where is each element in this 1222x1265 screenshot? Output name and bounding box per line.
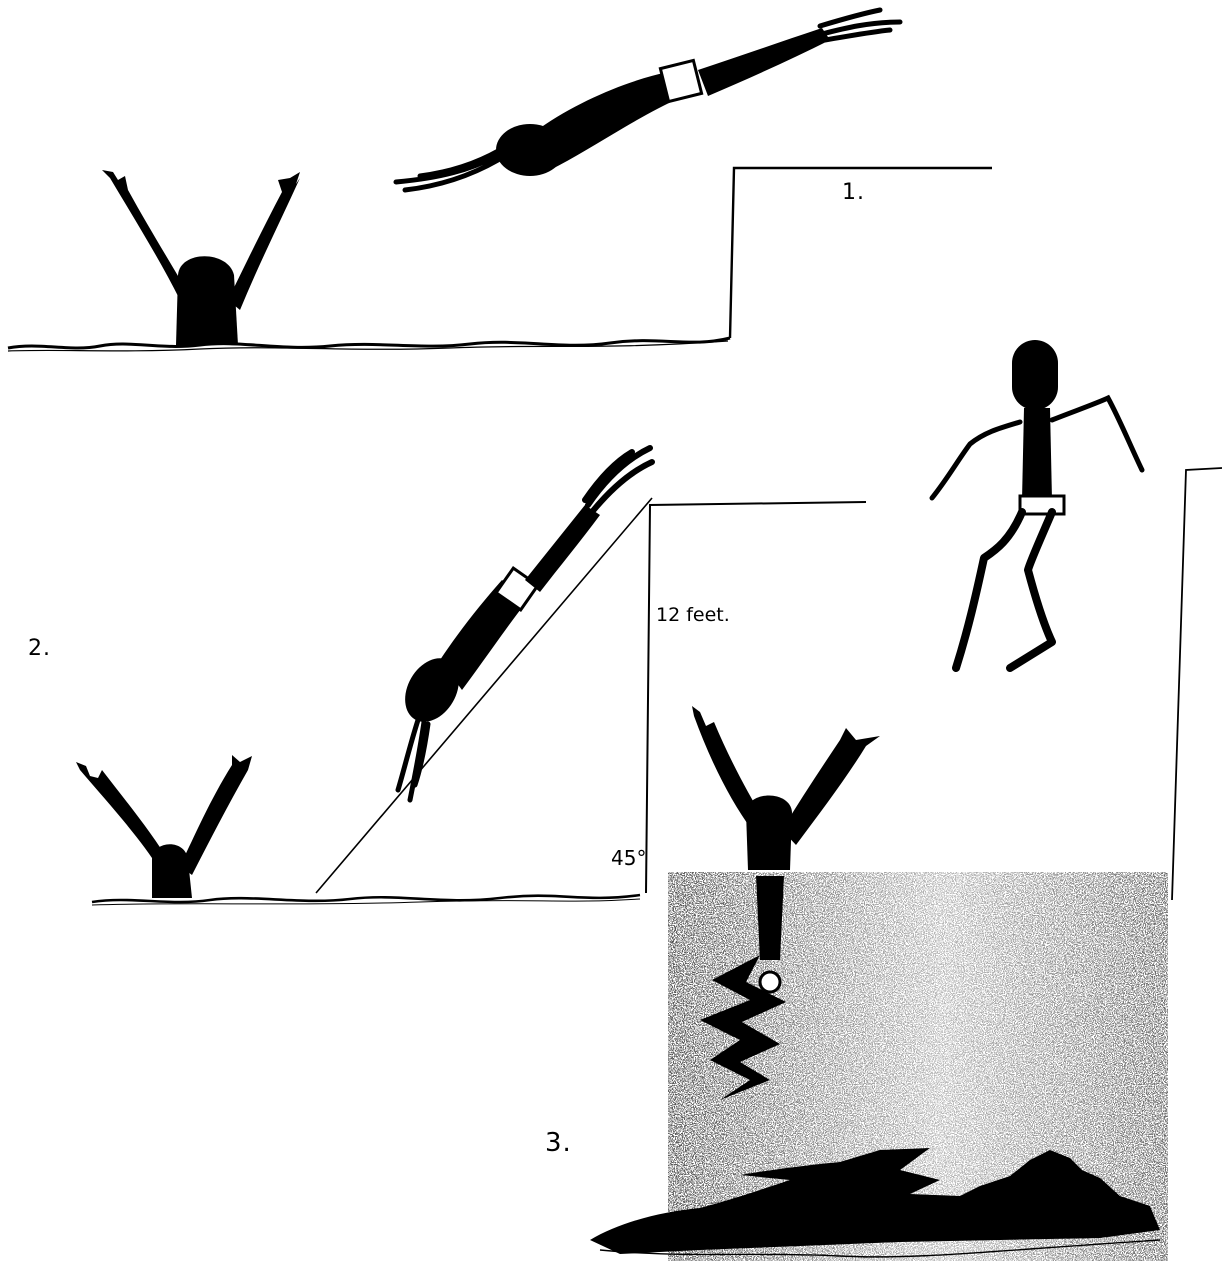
platform-3: [1172, 468, 1222, 900]
angle-guide-line: [316, 498, 652, 893]
height-label: 12 feet.: [656, 604, 730, 626]
diver-diagonal-2: [394, 448, 652, 800]
panel-3: [590, 340, 1222, 1261]
swimmer-surfacing-1: [102, 170, 300, 345]
panel-label-3: 3.: [545, 1128, 572, 1158]
angle-label: 45°: [611, 846, 646, 870]
panel-label-2: 2.: [28, 636, 51, 661]
diver-horizontal-1: [396, 10, 900, 190]
panel-label-1: 1.: [842, 180, 865, 205]
figure-standing-3: [932, 340, 1142, 668]
swimmer-surfacing-2: [76, 755, 252, 898]
